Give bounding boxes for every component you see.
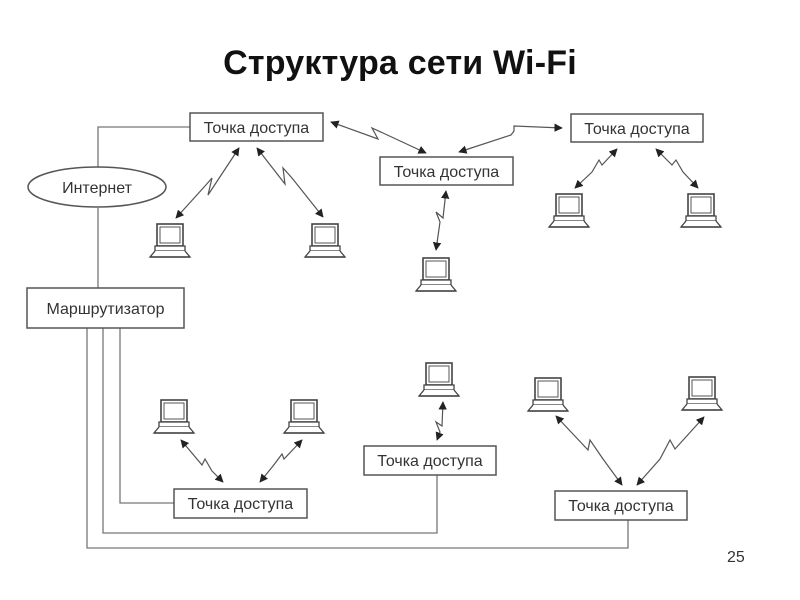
access-point-2: Точка доступа [379, 156, 514, 186]
wired-links [86, 126, 629, 549]
internet-label: Интернет [62, 180, 132, 197]
wireless-link [655, 148, 699, 189]
access-point-label: Точка доступа [584, 121, 690, 138]
laptop-icon [304, 223, 346, 258]
access-point-label: Точка доступа [204, 120, 310, 137]
access-point-5: Точка доступа [363, 445, 497, 476]
wireless-link [434, 401, 447, 441]
wireless-link [574, 148, 618, 189]
access-point-6: Точка доступа [554, 490, 688, 521]
wireless-link [259, 439, 303, 483]
page-number: 25 [727, 549, 745, 566]
wire-ap1-internet [97, 126, 190, 168]
slide-title: Структура сети Wi-Fi [223, 44, 577, 82]
wire-router-ap6 [86, 328, 629, 549]
laptop-icon [415, 257, 457, 292]
laptop-icon [283, 399, 325, 434]
laptop-icon [681, 376, 723, 411]
wire-router-ap4 [119, 328, 174, 504]
laptop-icon [418, 362, 460, 397]
wire-router-ap5 [102, 328, 438, 534]
laptop-icon [527, 377, 569, 412]
wireless-link [555, 415, 623, 486]
access-point-label: Точка доступа [377, 453, 483, 470]
access-point-1: Точка доступа [189, 112, 324, 142]
laptop-icon [149, 223, 191, 258]
wireless-link [256, 147, 324, 218]
laptop-icon [548, 193, 590, 228]
wireless-link [175, 147, 240, 219]
access-point-4: Точка доступа [173, 488, 308, 519]
wireless-link [636, 416, 705, 486]
wireless-link [432, 190, 450, 251]
access-point-3: Точка доступа [570, 113, 704, 143]
access-point-label: Точка доступа [394, 164, 500, 181]
access-point-label: Точка доступа [568, 498, 674, 515]
access-point-label: Точка доступа [188, 496, 294, 513]
wireless-links [175, 120, 705, 486]
wireless-link [458, 123, 563, 154]
wireless-link [330, 120, 427, 154]
internet-node: Интернет [27, 166, 167, 208]
wireless-link [180, 439, 224, 483]
laptop-icon [680, 193, 722, 228]
router-label: Маршрутизатор [47, 301, 165, 318]
router-node: Маршрутизатор [26, 287, 185, 329]
laptop-icon [153, 399, 195, 434]
